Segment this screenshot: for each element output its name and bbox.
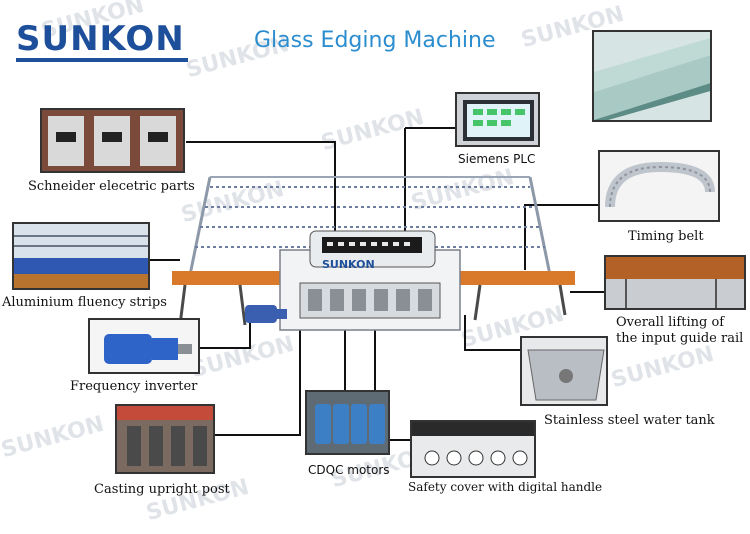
glass-edging-machine (150, 165, 590, 350)
water-tank-label: Stainless steel water tank (544, 413, 715, 428)
safety-cover-label: Safety cover with digital handle (408, 480, 603, 494)
connector-tank (464, 315, 520, 351)
machine-brand-label: SUNKON (322, 258, 375, 271)
plc-photo (455, 92, 540, 147)
logo-underline (16, 58, 188, 62)
inverter-label: Frequency inverter (70, 379, 198, 394)
cdqc-photo (305, 390, 390, 455)
lifting-photo (604, 255, 746, 310)
connector-schneider (186, 141, 336, 235)
schneider-label: Schneider elecetric parts (28, 179, 195, 194)
connector-belt (524, 204, 598, 270)
casting-label: Casting upright post (94, 482, 230, 497)
schneider-photo (40, 108, 185, 173)
cdqc-label: CDQC motors (308, 463, 390, 477)
water-tank-photo (520, 336, 608, 406)
inverter-photo (88, 318, 200, 374)
timing-belt-photo (598, 150, 720, 222)
connector-inverter (200, 315, 251, 349)
timing-belt-label: Timing belt (628, 229, 704, 244)
aluminium-strips-photo (12, 222, 150, 290)
casting-photo (115, 404, 215, 474)
glass-sheets-photo (592, 30, 712, 122)
connector-casting (215, 330, 301, 436)
aluminium-label: Aluminium fluency strips (2, 295, 167, 310)
lifting-label-line2: the input guide rail (616, 331, 744, 346)
plc-label: Siemens PLC (458, 152, 536, 166)
safety-cover-photo (410, 420, 536, 478)
brand-logo: SUNKON (16, 19, 185, 59)
page-title: Glass Edging Machine (254, 28, 496, 53)
lifting-label-line1: Overall lifting of (616, 315, 725, 330)
